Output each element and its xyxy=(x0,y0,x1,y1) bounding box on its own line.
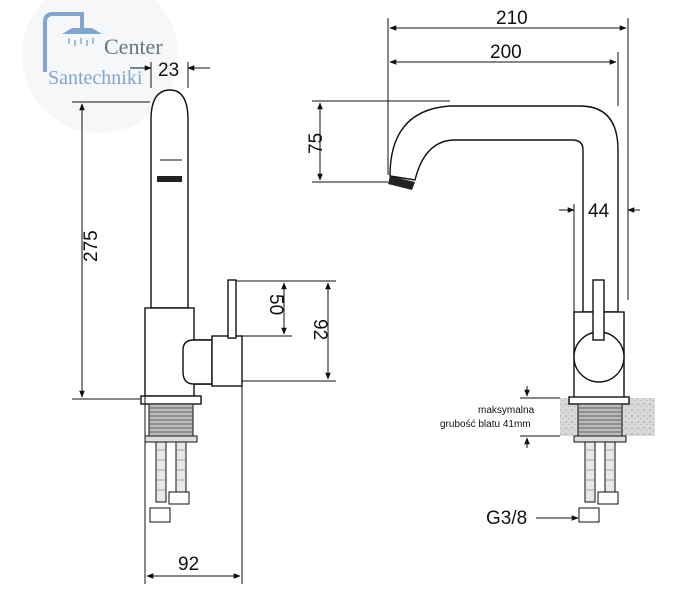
faucet-front-view: 210 200 75 44 maksymalna grubość blatu 4… xyxy=(306,8,655,529)
counter-note-line1: maksymalna xyxy=(478,405,535,416)
dim-top-outer: 210 xyxy=(496,8,528,29)
hose-nut-right xyxy=(168,491,190,505)
brand-logo: Center Santechniki xyxy=(22,0,178,133)
dim-lever-height: 50 xyxy=(265,294,286,315)
threaded-shank-front xyxy=(573,403,627,443)
faucet-side-view: 23 275 50 92 92 xyxy=(72,60,336,584)
dim-spout-width: 23 xyxy=(158,60,179,81)
hose-nut-left xyxy=(149,507,171,523)
dim-top-inner: 200 xyxy=(490,42,522,63)
shower-pipe-icon xyxy=(43,12,84,72)
logo-line1: Center xyxy=(104,34,163,59)
supply-hoses xyxy=(149,441,190,523)
thread-label: G3/8 xyxy=(486,508,527,529)
dim-spout-drop: 75 xyxy=(306,133,327,154)
shower-head-icon xyxy=(62,28,102,34)
water-drops-icon xyxy=(68,38,94,46)
threaded-shank xyxy=(144,403,198,443)
spout-tube xyxy=(150,89,189,309)
spout-tip xyxy=(388,176,415,190)
aerator xyxy=(157,176,182,182)
counter-note-line2: grubość blatu 41mm xyxy=(440,419,531,430)
dim-body-height: 275 xyxy=(81,230,102,262)
lever-handle-front xyxy=(592,279,605,341)
dim-body-depth: 44 xyxy=(588,201,610,222)
spout-curve xyxy=(389,105,619,313)
lever-handle xyxy=(227,279,237,339)
dim-side-height: 92 xyxy=(309,319,330,340)
dim-base-width: 92 xyxy=(178,554,199,575)
lever-hub xyxy=(211,335,243,387)
supply-hoses-front xyxy=(578,441,619,523)
logo-line2: Santechniki xyxy=(48,67,143,89)
